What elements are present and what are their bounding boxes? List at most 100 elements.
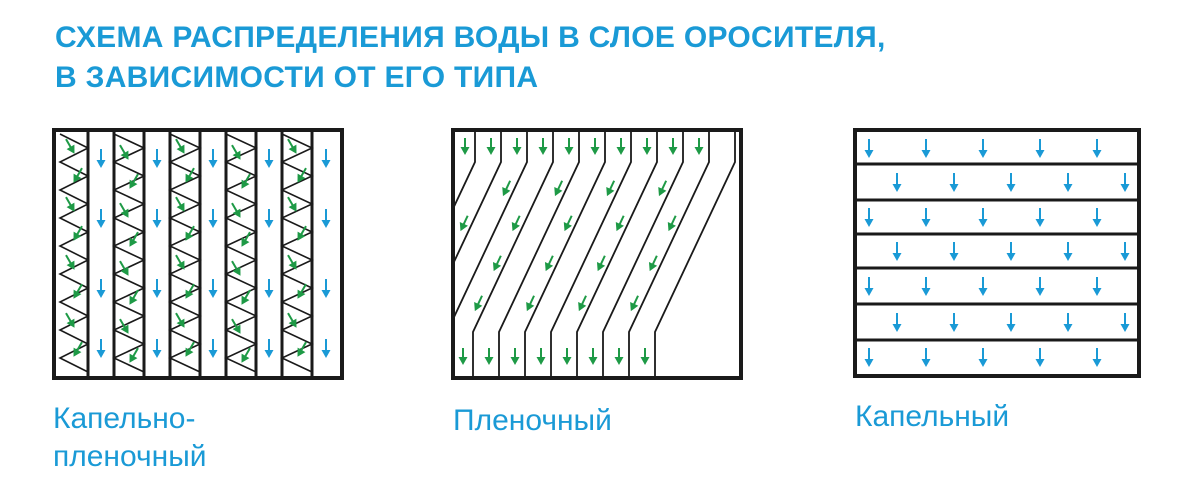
green-arrow-icon <box>297 167 307 183</box>
film-sheet <box>451 132 476 216</box>
green-arrow-icon <box>606 180 616 197</box>
blue-arrow-icon <box>321 279 331 298</box>
film-sheet <box>472 132 554 376</box>
green-arrow-icon <box>554 180 564 197</box>
green-arrow-icon <box>65 196 75 212</box>
green-arrow-icon <box>615 215 625 232</box>
green-arrow-icon <box>231 144 241 160</box>
green-arrow-icon <box>578 295 587 312</box>
blue-arrow-icon <box>921 208 931 227</box>
blue-arrow-icon <box>921 139 931 158</box>
green-arrow-icon <box>562 348 572 365</box>
green-arrow-icon <box>65 312 75 328</box>
green-arrow-icon <box>484 348 494 365</box>
green-arrow-icon <box>287 312 297 328</box>
green-arrow-icon <box>241 289 251 305</box>
film-sheet <box>576 132 658 376</box>
title-line-1: СХЕМА РАСПРЕДЕЛЕНИЯ ВОДЫ В СЛОЕ ОРОСИТЕЛ… <box>55 21 886 54</box>
blue-arrow-icon <box>978 139 988 158</box>
green-arrow-icon <box>502 180 512 197</box>
blue-arrow-icon <box>949 313 959 332</box>
green-arrow-icon <box>65 138 75 154</box>
green-arrow-icon <box>231 318 241 334</box>
green-arrow-icon <box>563 215 573 232</box>
blue-arrow-icon <box>949 173 959 192</box>
green-arrow-icon <box>668 138 678 155</box>
green-arrow-icon <box>65 254 75 270</box>
green-arrow-icon <box>231 202 241 218</box>
film-sheet <box>602 132 684 376</box>
blue-arrow-icon <box>864 139 874 158</box>
green-arrow-icon <box>640 348 650 365</box>
blue-arrow-icon <box>208 279 218 298</box>
blue-arrow-icon <box>1006 242 1016 261</box>
drip-film-caption-line-1: Капельно- <box>53 402 196 435</box>
blue-arrow-icon <box>1035 348 1045 367</box>
zigzag-sheet <box>224 133 258 373</box>
blue-arrow-icon <box>1035 277 1045 296</box>
film-sheet <box>628 132 710 376</box>
green-arrow-icon <box>73 225 83 241</box>
film-caption-line-1: Пленочный <box>453 404 612 437</box>
green-arrow-icon <box>658 180 668 197</box>
blue-arrow-icon <box>264 279 274 298</box>
film-sheet <box>451 132 528 326</box>
film-frame <box>451 128 743 380</box>
green-arrow-icon <box>564 138 574 155</box>
green-arrow-icon <box>510 348 520 365</box>
green-arrow-icon <box>175 254 185 270</box>
green-arrow-icon <box>231 260 241 276</box>
green-arrow-icon <box>129 231 139 247</box>
green-arrow-icon <box>486 138 496 155</box>
green-arrow-icon <box>630 295 639 312</box>
green-arrow-icon <box>185 283 195 299</box>
green-arrow-icon <box>241 173 251 189</box>
blue-arrow-icon <box>264 209 274 228</box>
green-arrow-icon <box>459 215 469 232</box>
zigzag-sheet <box>168 133 202 373</box>
film-sheet <box>524 132 606 376</box>
blue-arrow-icon <box>892 173 902 192</box>
drip-film-frame <box>52 128 344 380</box>
blue-arrow-icon <box>1092 208 1102 227</box>
blue-arrow-icon <box>96 279 106 298</box>
blue-arrow-icon <box>152 339 162 358</box>
blue-arrow-icon <box>864 348 874 367</box>
blue-arrow-icon <box>1120 242 1130 261</box>
film-caption: Пленочный <box>453 402 612 440</box>
blue-arrow-icon <box>96 149 106 168</box>
green-arrow-icon <box>297 225 307 241</box>
drip-caption: Капельный <box>855 398 1009 436</box>
green-arrow-icon <box>648 255 658 272</box>
green-arrow-icon <box>596 255 606 272</box>
zigzag-sheet <box>112 133 146 373</box>
blue-arrow-icon <box>1006 173 1016 192</box>
green-arrow-icon <box>614 348 624 365</box>
green-arrow-icon <box>297 341 307 357</box>
green-arrow-icon <box>492 255 502 272</box>
blue-arrow-icon <box>864 277 874 296</box>
blue-arrow-icon <box>96 339 106 358</box>
green-arrow-icon <box>588 348 598 365</box>
green-arrow-icon <box>73 341 83 357</box>
green-arrow-icon <box>458 348 468 365</box>
blue-arrow-icon <box>892 313 902 332</box>
blue-arrow-icon <box>208 149 218 168</box>
film-sheet <box>451 132 502 271</box>
green-arrow-icon <box>119 318 129 334</box>
blue-arrow-icon <box>1063 313 1073 332</box>
green-arrow-icon <box>129 347 139 363</box>
green-arrow-icon <box>241 231 251 247</box>
page-title: СХЕМА РАСПРЕДЕЛЕНИЯ ВОДЫ В СЛОЕ ОРОСИТЕЛ… <box>55 18 886 98</box>
green-arrow-icon <box>119 202 129 218</box>
drip-caption-line-1: Капельный <box>855 400 1010 433</box>
blue-arrow-icon <box>1092 139 1102 158</box>
green-arrow-icon <box>474 295 483 312</box>
film-sheet <box>550 132 632 376</box>
drip-film-caption-line-2: пленочный <box>53 440 207 473</box>
green-arrow-icon <box>512 138 522 155</box>
title-line-2: В ЗАВИСИМОСТИ ОТ ЕГО ТИПА <box>55 61 539 94</box>
green-arrow-icon <box>526 295 535 312</box>
blue-arrow-icon <box>1092 348 1102 367</box>
blue-arrow-icon <box>1063 242 1073 261</box>
